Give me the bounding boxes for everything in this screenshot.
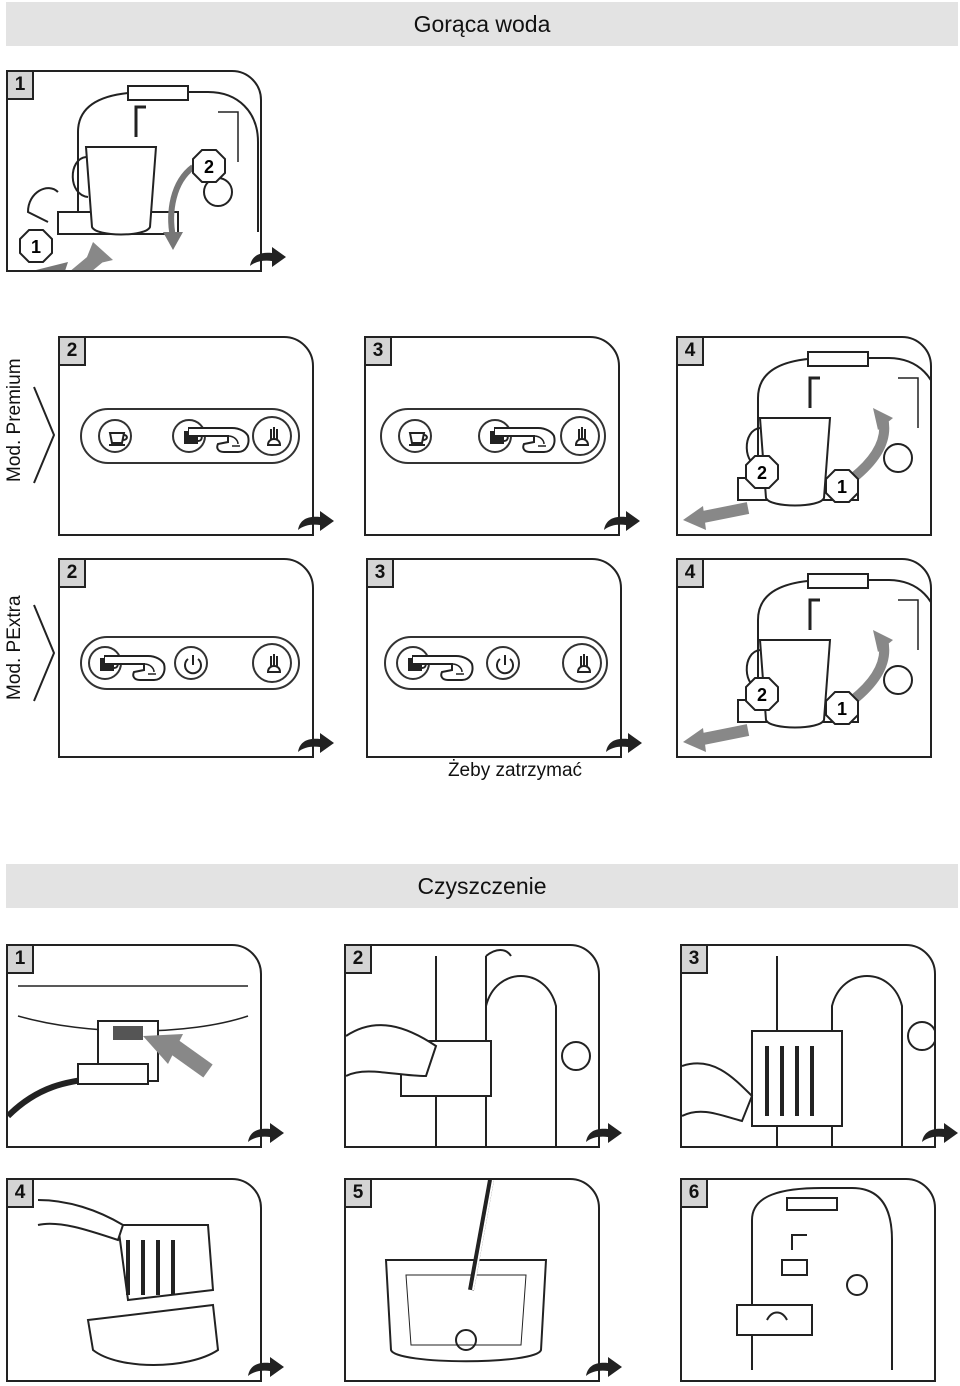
section-title-text: Gorąca woda	[413, 10, 551, 37]
hot-water-step-1: 1 1 2	[6, 70, 286, 272]
section-title-cleaning: Czyszczenie	[6, 864, 958, 908]
pointing-hand-icon	[494, 427, 556, 453]
section-title-hot-water: Gorąca woda	[6, 2, 958, 46]
pextra-step-2: 2	[58, 558, 334, 758]
pointing-hand-icon	[188, 427, 250, 453]
steam-icon[interactable]	[560, 416, 600, 456]
svg-text:2: 2	[757, 463, 767, 483]
next-arrow-icon	[586, 1123, 622, 1143]
step-number: 5	[344, 1178, 372, 1208]
control-panel	[384, 636, 608, 690]
svg-text:2: 2	[204, 157, 214, 177]
step-number: 2	[344, 944, 372, 974]
machine-with-jug-illustration: 2 1	[683, 573, 930, 752]
callout-1: 1	[825, 691, 859, 725]
steam-icon[interactable]	[562, 643, 602, 683]
callout-2: 2	[192, 149, 226, 183]
cup-icon[interactable]	[98, 419, 132, 453]
power-icon[interactable]	[174, 646, 208, 680]
step-number: 6	[680, 1178, 708, 1208]
svg-text:2: 2	[757, 685, 767, 705]
step-number: 1	[6, 944, 34, 974]
step-number: 1	[6, 70, 34, 100]
stop-caption: Żeby zatrzymać	[447, 760, 583, 781]
machine-with-jug-illustration: 2 1	[683, 351, 930, 530]
cleaning-step-1: 1	[6, 944, 284, 1148]
callout-2: 2	[745, 455, 779, 489]
premium-step-3: 3	[364, 336, 640, 536]
cleaning-step-3: 3	[680, 944, 958, 1148]
cleaning-step-4: 4	[6, 1178, 284, 1382]
reassembled-machine-illustration	[736, 1187, 893, 1370]
callout-1: 1	[19, 229, 53, 263]
step-number: 4	[676, 558, 704, 588]
next-arrow-icon	[922, 1123, 958, 1143]
section-title-text: Czyszczenie	[417, 872, 547, 899]
step-number: 3	[364, 336, 392, 366]
next-arrow-icon	[298, 511, 334, 531]
cleaning-step-2: 2	[344, 944, 622, 1148]
separate-containers-illustration	[37, 1199, 220, 1366]
model-label-premium: Mod. Premium	[4, 358, 25, 482]
pointing-hand-icon	[412, 655, 474, 681]
next-arrow-icon	[604, 511, 640, 531]
next-arrow-icon	[248, 1123, 284, 1143]
callout-1: 1	[825, 469, 859, 503]
remove-drip-tray-illustration	[346, 949, 591, 1146]
next-arrow-icon	[298, 733, 334, 753]
step-number: 4	[6, 1178, 34, 1208]
svg-text:1: 1	[31, 237, 41, 257]
callout-2: 2	[745, 677, 779, 711]
steam-icon[interactable]	[252, 643, 292, 683]
step-number: 3	[366, 558, 394, 588]
next-arrow-icon	[586, 1357, 622, 1377]
remove-capsule-container-illustration	[682, 956, 934, 1146]
control-panel	[380, 408, 606, 464]
step-number: 4	[676, 336, 704, 366]
steam-icon[interactable]	[252, 416, 292, 456]
rinse-water-tank-illustration	[384, 1180, 548, 1363]
premium-step-4: 4 2 1	[676, 336, 932, 536]
premium-step-2: 2	[58, 336, 334, 536]
cup-icon[interactable]	[398, 419, 432, 453]
pextra-step-3: 3	[366, 558, 642, 758]
cleaning-step-6: 6	[680, 1178, 936, 1382]
next-arrow-icon	[248, 1357, 284, 1377]
pextra-step-4: 4 2 1	[676, 558, 932, 758]
cleaning-step-5: 5	[344, 1178, 622, 1382]
model-pextra-chevron	[33, 604, 56, 702]
control-panel	[80, 408, 300, 464]
next-arrow-icon	[250, 247, 286, 267]
next-arrow-icon	[606, 733, 642, 753]
svg-text:1: 1	[837, 699, 847, 719]
power-icon[interactable]	[486, 646, 520, 680]
machine-with-jug-illustration: 1 2	[19, 85, 259, 270]
step-number: 2	[58, 336, 86, 366]
step-number: 2	[58, 558, 86, 588]
step-number: 3	[680, 944, 708, 974]
svg-text:1: 1	[837, 477, 847, 497]
model-premium-chevron	[33, 386, 56, 484]
power-switch-illustration	[8, 985, 249, 1119]
model-label-pextra: Mod. PExtra	[4, 595, 25, 700]
control-panel	[80, 636, 300, 690]
pointing-hand-icon	[104, 655, 166, 681]
